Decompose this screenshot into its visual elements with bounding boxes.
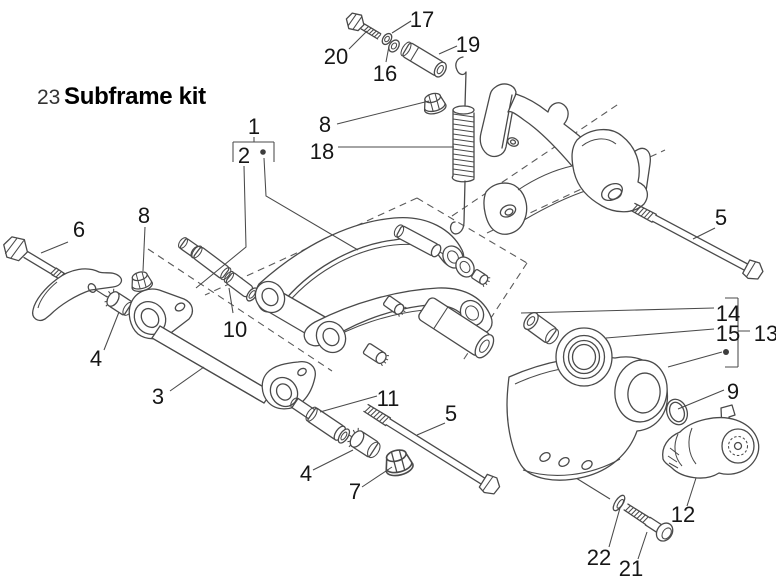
- figure-title-text: Subframe kit: [64, 83, 206, 110]
- bushing-4-left: [104, 288, 134, 316]
- figure-title: 23 Subframe kit: [37, 83, 206, 110]
- bolt-5-lower: [363, 403, 501, 495]
- washer-22: [612, 494, 626, 512]
- callout-leaders: [40, 20, 750, 560]
- pin-spacers-10: [177, 237, 259, 302]
- bracket-wing-hole: [507, 137, 519, 147]
- callout-16: 16: [373, 61, 397, 86]
- washer-16: [388, 39, 400, 53]
- nut-8-upper: [423, 92, 447, 115]
- callout-6: 6: [73, 217, 85, 242]
- callout-20: 20: [324, 44, 348, 69]
- spacer-11: [290, 397, 351, 444]
- knurled-pin: [471, 269, 491, 288]
- snap-ring-9: [665, 398, 689, 426]
- knurled-pin: [382, 295, 407, 317]
- bracket-neck: [507, 93, 587, 167]
- subframe-linkage: [254, 216, 495, 367]
- bolt-20: [345, 12, 382, 40]
- callout-15: 15: [716, 321, 740, 346]
- callout-10: 10: [223, 317, 247, 342]
- callout-19: 19: [456, 32, 480, 57]
- callout-8-left: 8: [138, 203, 150, 228]
- frame-bracket: [479, 83, 651, 235]
- bearing-seat-ring: [614, 359, 668, 423]
- callout-7: 7: [349, 479, 361, 504]
- callout-3: 3: [152, 384, 164, 409]
- bushing-14: [523, 312, 559, 345]
- bushing-4-lower: [347, 427, 381, 459]
- bearing-15: [555, 327, 613, 387]
- callout-12: 12: [671, 502, 695, 527]
- shaft-3-assembly: [128, 288, 316, 410]
- shaft-3-tube: [151, 325, 273, 404]
- upper-cross-pin: [393, 224, 442, 258]
- callout-13: 13: [754, 321, 776, 346]
- callout-5-right: 5: [715, 205, 727, 230]
- figure-index-number: 23: [37, 86, 60, 109]
- callout-9: 9: [727, 379, 739, 404]
- callout-17: 17: [410, 7, 434, 32]
- callout-5-lower: 5: [445, 401, 457, 426]
- callout-11: 11: [377, 386, 400, 411]
- callout-2: 2: [238, 143, 250, 168]
- callout-22: 22: [587, 545, 611, 570]
- sleeve-19: [400, 41, 447, 78]
- spring-18: [449, 56, 475, 235]
- callout-18: 18: [310, 139, 334, 164]
- callout-8-upper: 8: [319, 112, 331, 137]
- callout-21: 21: [619, 556, 643, 581]
- bolt-21: [623, 503, 674, 542]
- group-bracket-1-2: [232, 137, 275, 162]
- knurled-pin: [362, 343, 390, 367]
- bracket-lobe: [571, 129, 649, 213]
- bolt-5-right: [630, 202, 764, 280]
- nut-7: [385, 449, 414, 477]
- link-pin-large: [418, 297, 495, 359]
- curved-arm-bracket: [32, 268, 123, 322]
- callout-4-lower: 4: [300, 461, 312, 486]
- nut-8-left: [131, 271, 154, 292]
- callout-1: 1: [248, 114, 260, 139]
- callout-14: 14: [716, 301, 740, 326]
- callout-4-left: 4: [90, 346, 102, 371]
- mount-12: [662, 404, 760, 479]
- group-bracket-13: [725, 297, 750, 368]
- callout-labels: 1 2 3 4 4 5 5 6 7 8 8 9 10 11 12 13 14 1…: [73, 7, 776, 581]
- washer-17: [381, 32, 393, 46]
